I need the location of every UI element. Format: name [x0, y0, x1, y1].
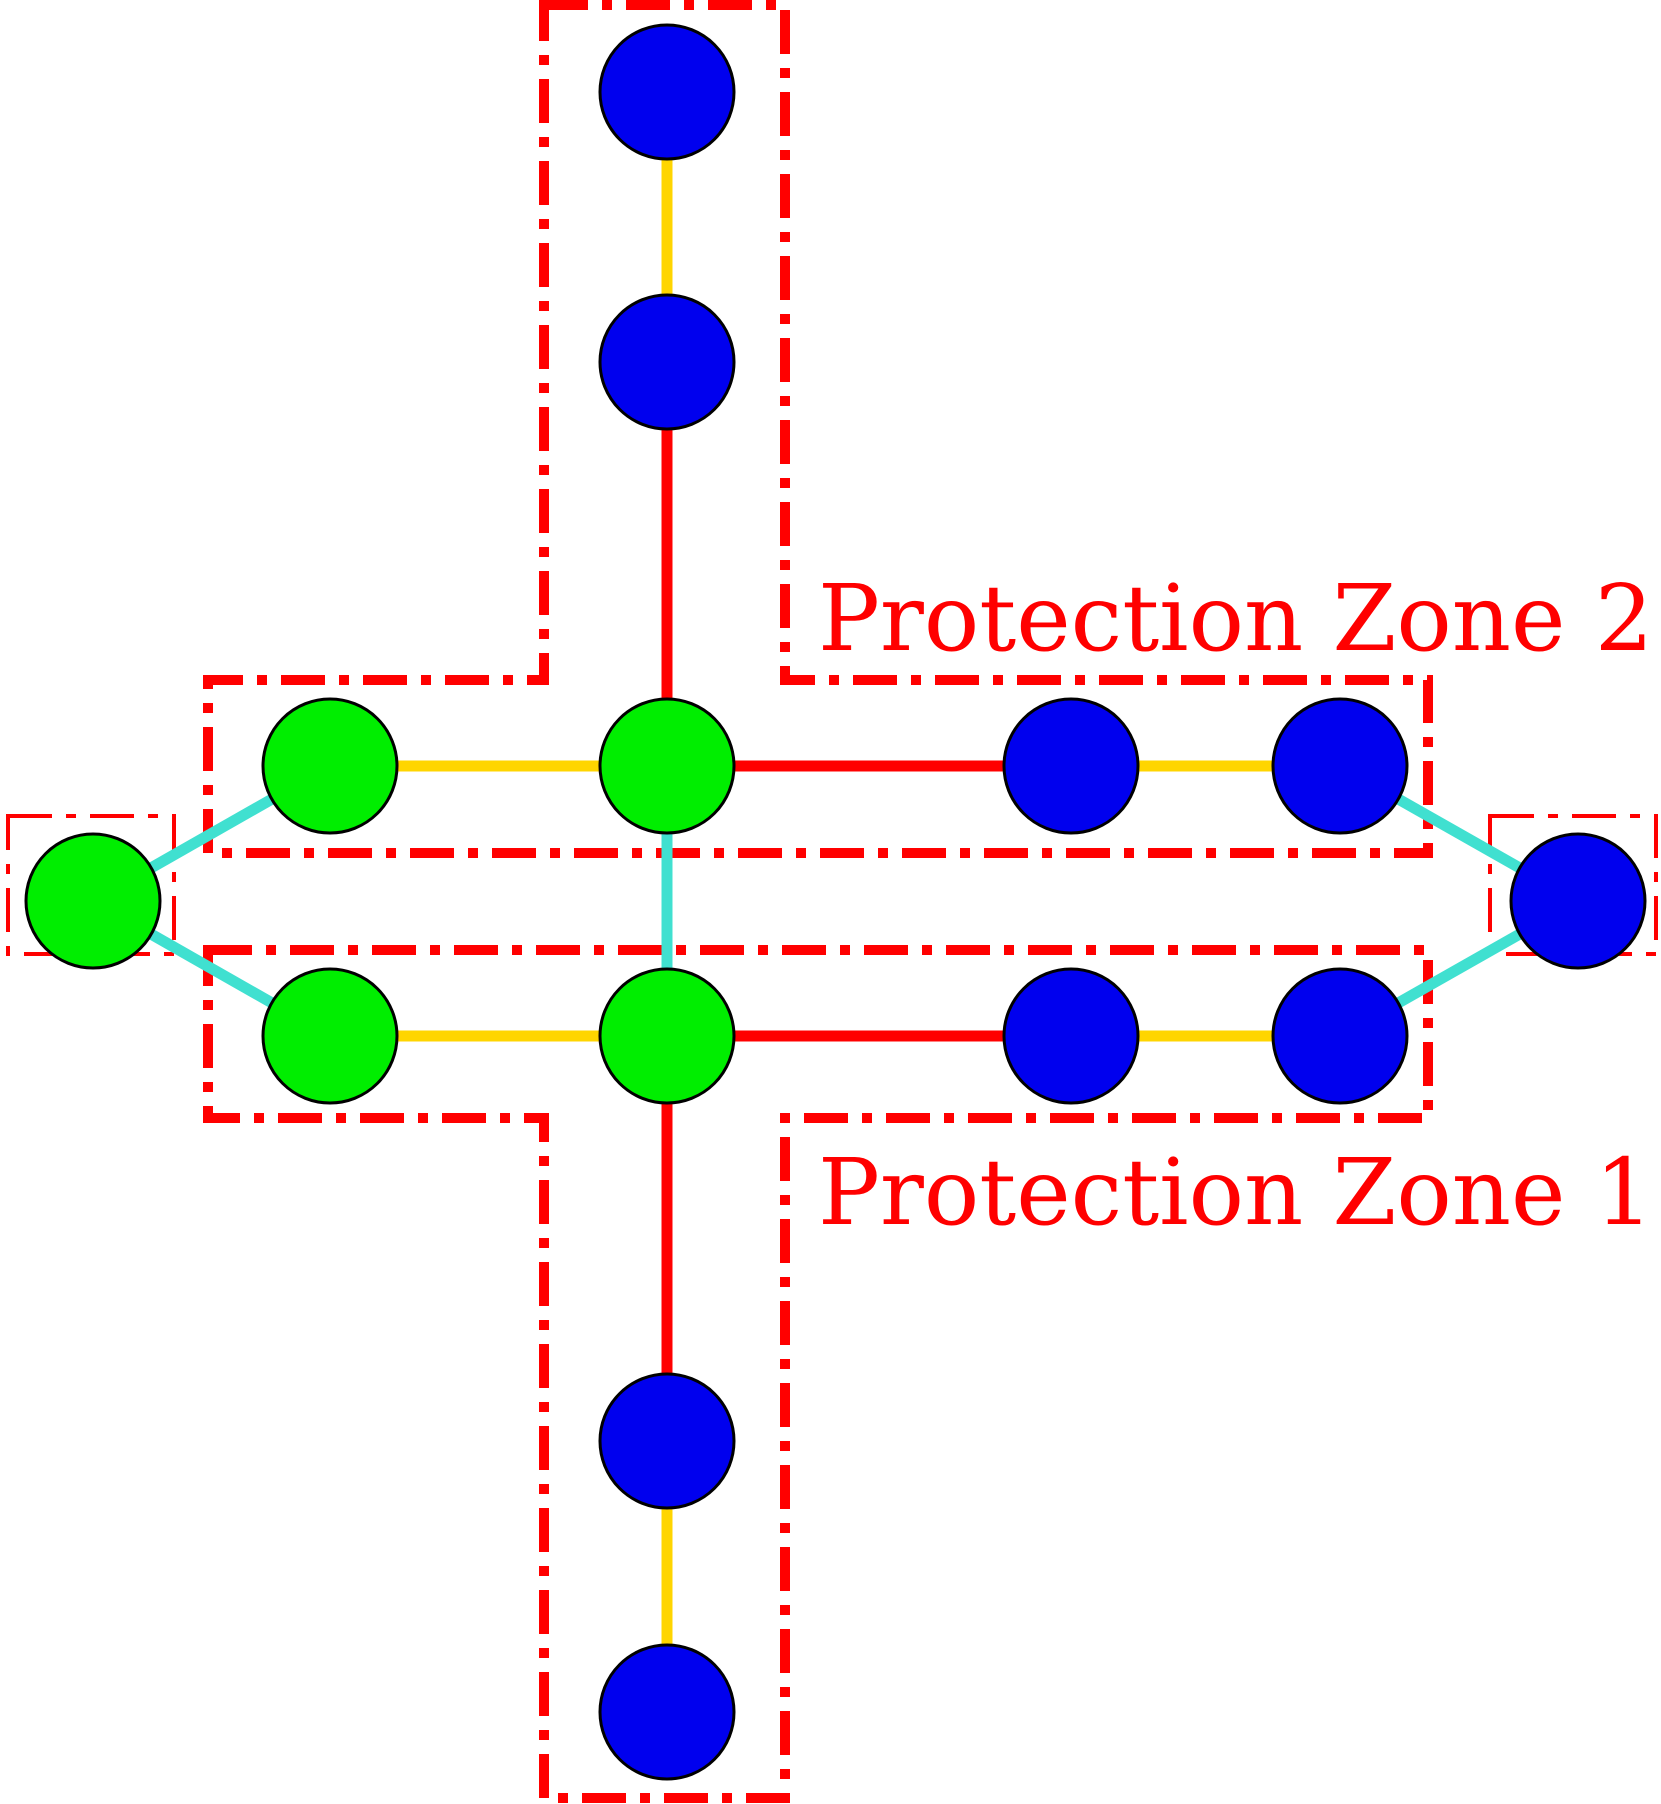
node-d4 — [1271, 967, 1409, 1105]
node-d2 — [598, 967, 736, 1105]
protection-zone-1-label: Protection Zone 1 — [818, 1139, 1653, 1246]
node-u1 — [261, 697, 399, 835]
node-r1 — [1509, 832, 1647, 970]
protection-zone-2-label: Protection Zone 2 — [818, 565, 1653, 672]
node-u4 — [1271, 697, 1409, 835]
node-b1 — [598, 1372, 736, 1510]
zone-borders — [6, 0, 1658, 1803]
node-b2 — [598, 1643, 736, 1781]
node-t2 — [598, 293, 736, 431]
node-u2 — [598, 697, 736, 835]
protection-zone-2-border — [203, 0, 1433, 858]
node-d1 — [261, 967, 399, 1105]
node-t1 — [598, 23, 736, 161]
nodes — [24, 23, 1647, 1781]
node-l1 — [24, 832, 162, 970]
node-d3 — [1002, 967, 1140, 1105]
node-u3 — [1002, 697, 1140, 835]
protection-zone-1-border — [203, 945, 1433, 1803]
edges — [90, 92, 1581, 1712]
